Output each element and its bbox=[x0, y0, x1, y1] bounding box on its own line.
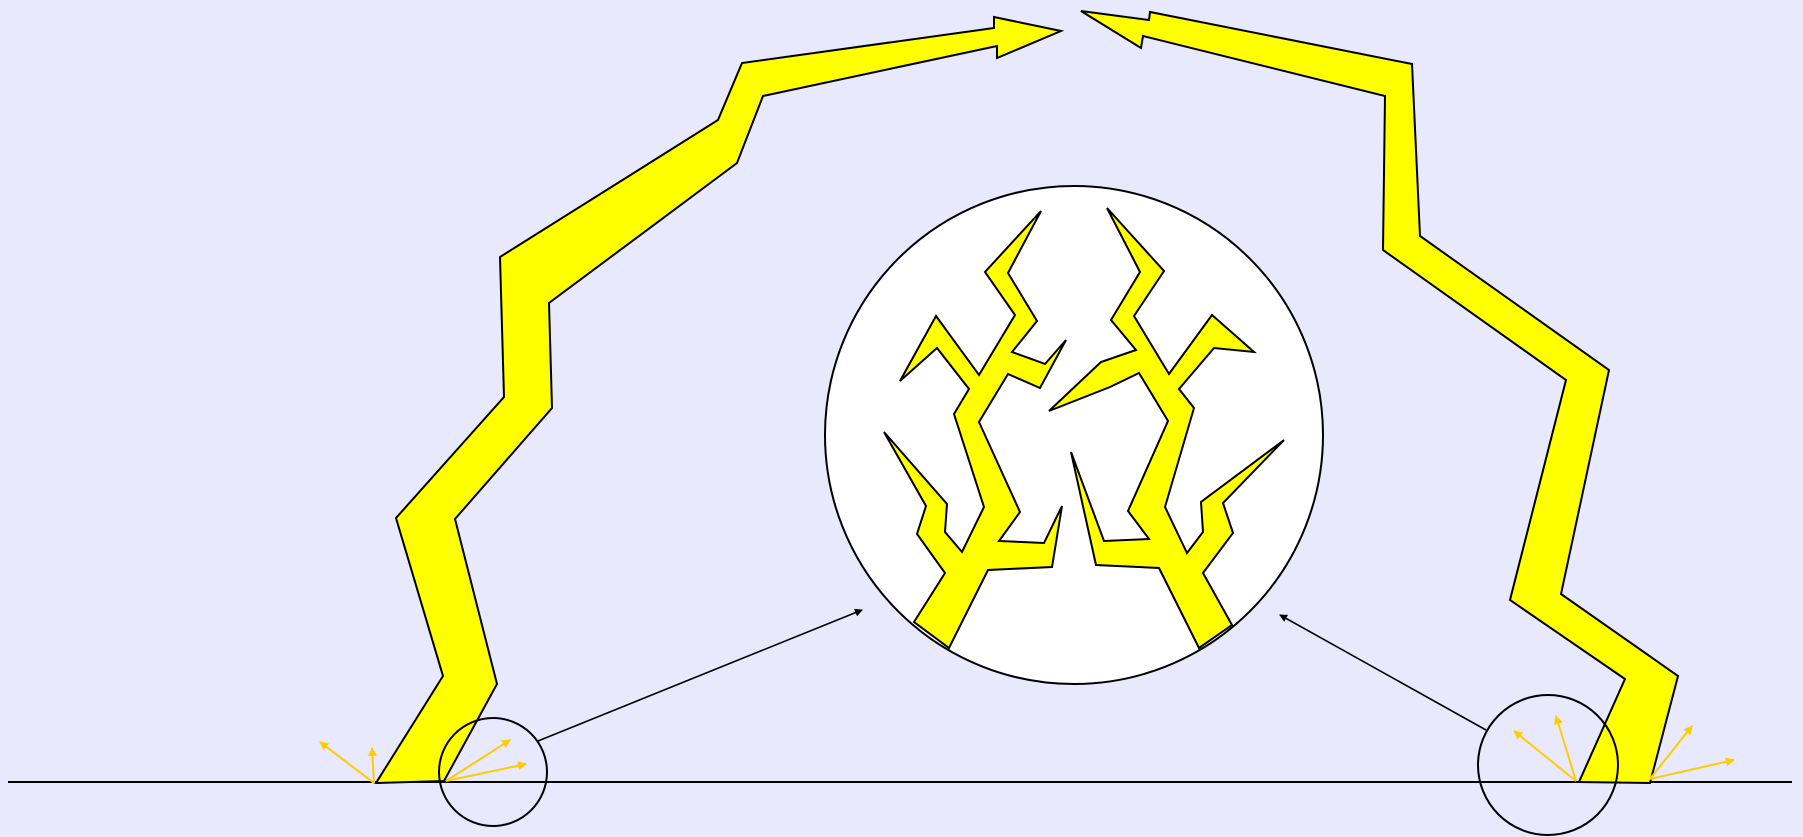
left-zoom-pointer bbox=[538, 610, 862, 741]
right-zoom-pointer bbox=[1280, 615, 1486, 730]
zoom-circle bbox=[825, 186, 1323, 684]
